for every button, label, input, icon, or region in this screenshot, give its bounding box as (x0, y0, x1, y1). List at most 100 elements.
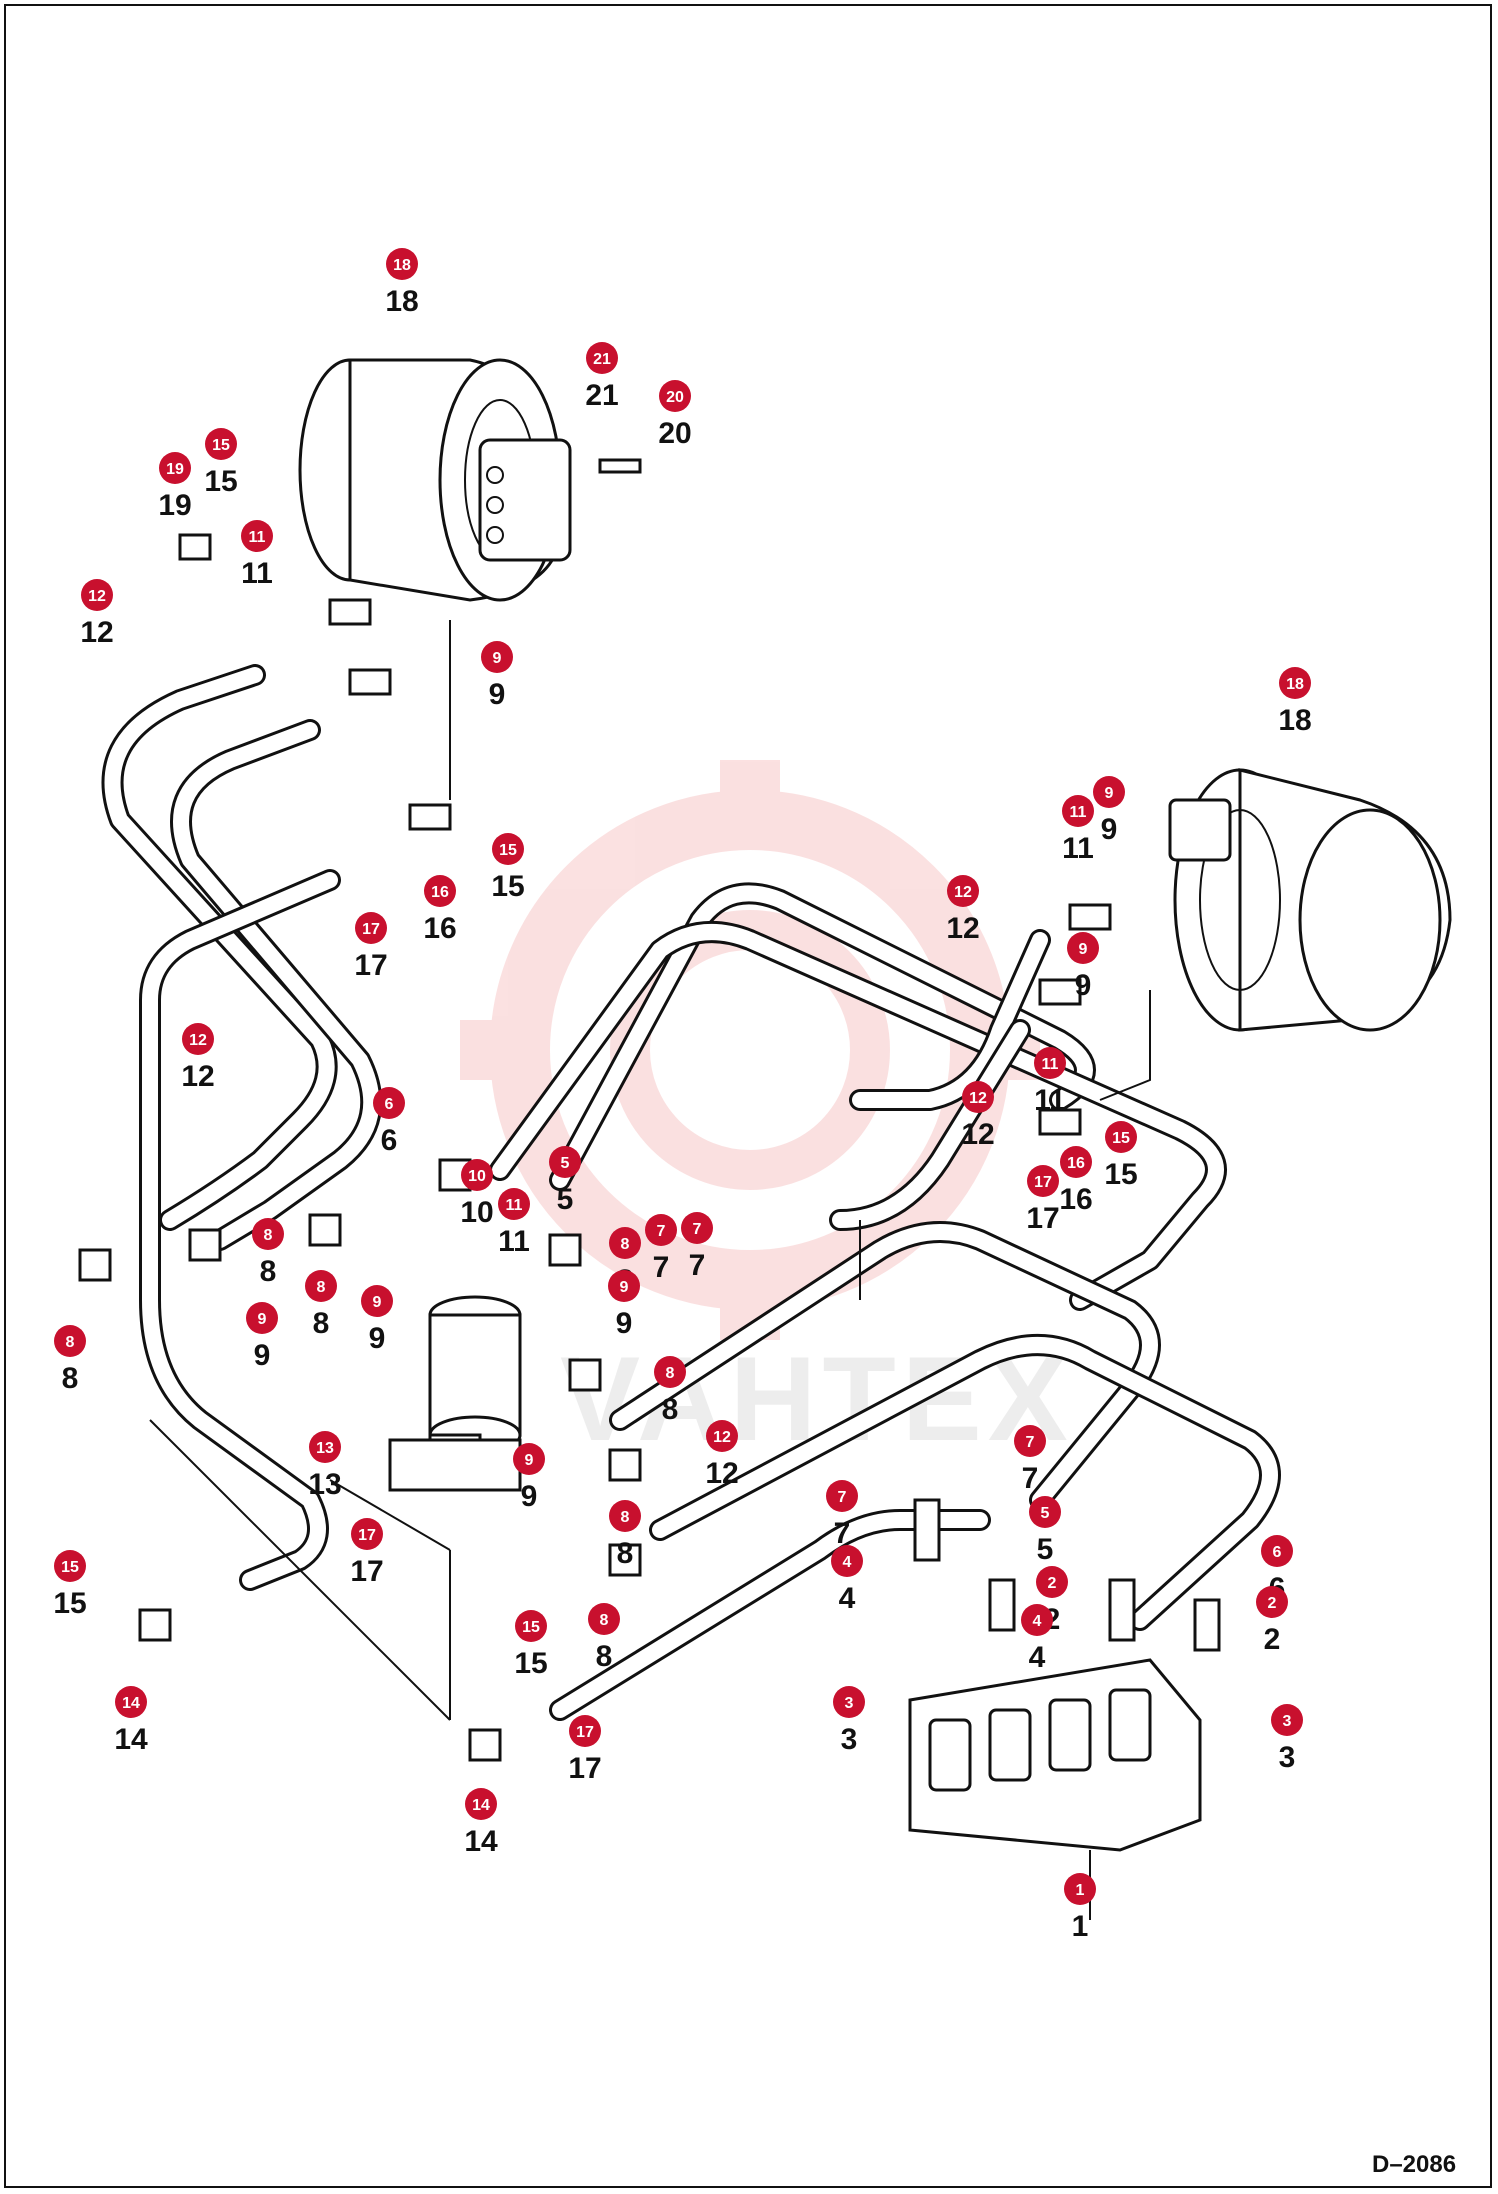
part-number-label: 16 (423, 912, 456, 945)
callout-circle (361, 1285, 393, 1317)
callout-number: 15 (522, 1619, 540, 1636)
part-number-label: 14 (114, 1723, 148, 1756)
callout-number: 9 (373, 1294, 382, 1311)
callout-7: 77 (826, 1480, 858, 1550)
part-number-label: 9 (1101, 813, 1118, 846)
part-number-label: 8 (596, 1640, 613, 1673)
callout-number: 8 (317, 1279, 326, 1296)
callout-9: 99 (513, 1443, 545, 1513)
callout-circle (1105, 1121, 1137, 1153)
part-number-label: 7 (834, 1517, 851, 1550)
callout-circle (1034, 1047, 1066, 1079)
part-number-label: 7 (689, 1249, 706, 1282)
callout-circle (1261, 1535, 1293, 1567)
callout-number: 6 (1273, 1544, 1282, 1561)
callout-circle (205, 428, 237, 460)
part-number-label: 18 (1278, 704, 1311, 737)
part-number-label: 3 (1279, 1741, 1296, 1774)
part-number-label: 1 (1072, 1910, 1089, 1943)
callout-circle (309, 1431, 341, 1463)
part-number-label: 17 (1026, 1202, 1059, 1235)
callout-number: 4 (843, 1554, 852, 1571)
callout-circle (1029, 1496, 1061, 1528)
callout-circle (681, 1212, 713, 1244)
callout-number: 9 (1079, 941, 1088, 958)
part-number-label: 17 (568, 1752, 601, 1785)
callout-circle (461, 1159, 493, 1191)
callout-circle (1014, 1425, 1046, 1457)
callout-circle (424, 875, 456, 907)
part-number-label: 15 (514, 1647, 547, 1680)
callout-circle (608, 1270, 640, 1302)
callout-circle (373, 1087, 405, 1119)
callout-8: 88 (588, 1603, 620, 1673)
callout-8: 88 (609, 1500, 641, 1570)
callout-number: 9 (258, 1311, 267, 1328)
callout-7: 77 (1014, 1425, 1046, 1495)
callout-circle (54, 1325, 86, 1357)
callout-circle (54, 1550, 86, 1582)
part-number-label: 12 (961, 1118, 994, 1151)
callout-circle (1256, 1586, 1288, 1618)
part-number-label: 13 (308, 1468, 341, 1501)
callout-number: 7 (1026, 1434, 1035, 1451)
callout-number: 9 (620, 1279, 629, 1296)
part-number-label: 3 (841, 1723, 858, 1756)
callout-number: 2 (1268, 1595, 1277, 1612)
callout-circle (1036, 1566, 1068, 1598)
part-number-label: 15 (53, 1587, 86, 1620)
callout-7: 77 (645, 1214, 677, 1284)
callout-1: 11 (1064, 1873, 1096, 1943)
callout-number: 16 (1067, 1155, 1085, 1172)
callout-circle (182, 1023, 214, 1055)
callout-number: 7 (657, 1223, 666, 1240)
callout-4: 44 (831, 1545, 863, 1615)
part-number-label: 4 (839, 1582, 856, 1615)
callout-number: 11 (1042, 1056, 1059, 1073)
part-number-label: 5 (1037, 1533, 1054, 1566)
callout-circle (831, 1545, 863, 1577)
callout-number: 7 (838, 1489, 847, 1506)
callout-circle (351, 1518, 383, 1550)
watermark-gear (460, 760, 1040, 1340)
part-number-label: 19 (158, 489, 191, 522)
callout-circle (513, 1443, 545, 1475)
callout-9: 99 (1093, 776, 1125, 846)
callout-circle (609, 1500, 641, 1532)
callout-9: 99 (481, 641, 513, 711)
callout-number: 8 (666, 1365, 675, 1382)
callout-6: 66 (373, 1087, 405, 1157)
callout-13: 13 13 (308, 1431, 342, 1501)
part-number-label: 7 (1022, 1462, 1039, 1495)
hose-lines (101, 664, 1281, 1721)
callout-circle (492, 833, 524, 865)
callout-circle (465, 1788, 497, 1820)
callout-circle (159, 452, 191, 484)
part-number-label: 7 (653, 1251, 670, 1284)
part-number-label: 16 (1059, 1183, 1092, 1216)
callout-circle (654, 1356, 686, 1388)
callout-number: 6 (385, 1096, 394, 1113)
callout-circle (115, 1686, 147, 1718)
callout-number: 21 (593, 351, 611, 368)
part-number-label: 2 (1264, 1623, 1281, 1656)
part-number-label: 9 (489, 678, 506, 711)
callout-number: 15 (1112, 1130, 1130, 1147)
callout-9: 99 (608, 1270, 640, 1340)
part-number-label: 9 (521, 1480, 538, 1513)
callout-circle (386, 248, 418, 280)
callout-number: 13 (316, 1440, 334, 1457)
